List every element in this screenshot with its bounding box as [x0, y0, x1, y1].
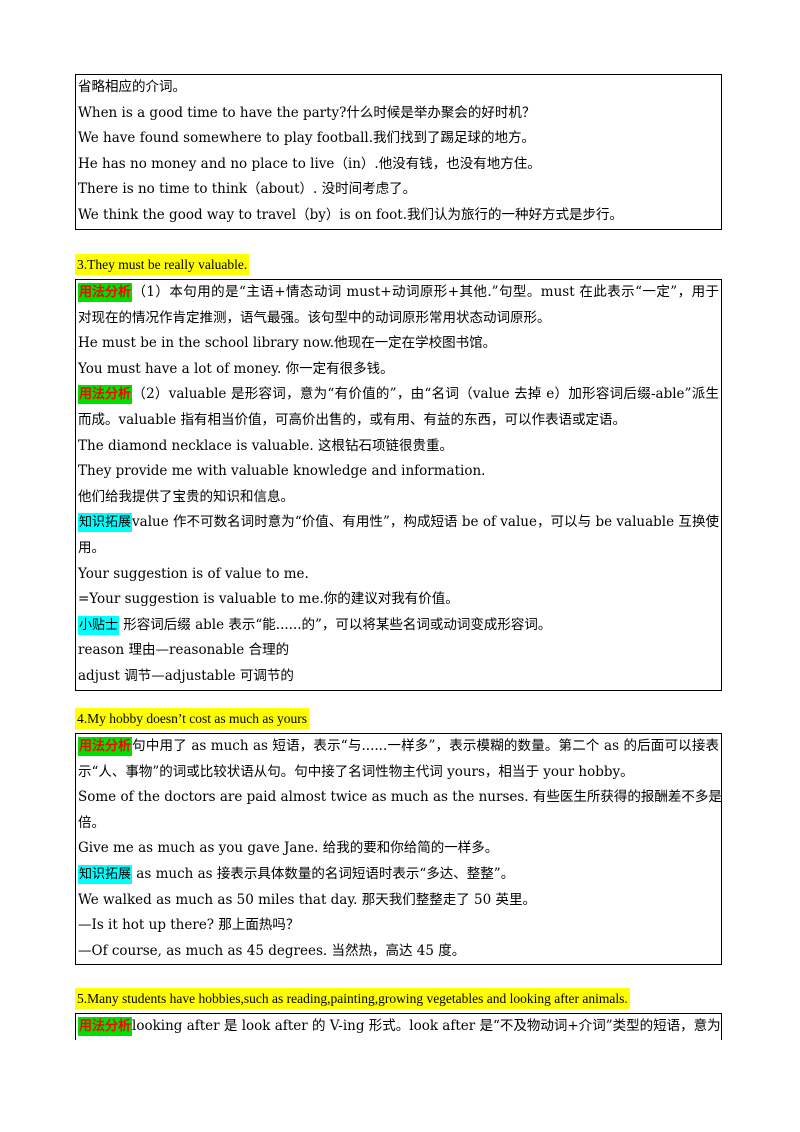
section-4-title: 4.My hobby doesn’t cost as much as yours	[75, 708, 309, 729]
text-line: You must have a lot of money. 你一定有很多钱。	[78, 360, 394, 377]
section-2-continuation-box: 省略相应的介词。 When is a good time to have the…	[75, 74, 722, 230]
text-line: 用法分析句中用了 as much as 短语，表示“与......一样多”，表示…	[76, 734, 721, 760]
text-line-content: （1）本句用的是“主语+情态动词 must+动词原形+其他.”句型。must 在…	[132, 284, 719, 300]
tip-tag: 小贴士	[78, 615, 120, 635]
text-line: 省略相应的介词。	[78, 79, 186, 95]
text-line: —Of course, as much as 45 degrees. 当然热，高…	[78, 942, 466, 959]
text-line: reason 理由—reasonable 合理的	[78, 642, 290, 659]
text-line-content: value 作不可数名词时意为“价值、有用性”，构成短语 be of value…	[132, 514, 719, 531]
text-line: He has no money and no place to live（in）…	[78, 155, 541, 172]
text-line: The diamond necklace is valuable. 这根钻石项链…	[78, 437, 453, 454]
usage-analysis-tag: 用法分析	[78, 1017, 133, 1036]
text-line: =Your suggestion is valuable to me.你的建议对…	[78, 591, 459, 608]
usage-analysis-tag: 用法分析	[78, 283, 133, 302]
text-line: Some of the doctors are paid almost twic…	[78, 789, 721, 806]
text-line: There is no time to think（about）. 没时间考虑了…	[78, 181, 417, 198]
text-line: They provide me with valuable knowledge …	[78, 463, 486, 480]
text-line: Your suggestion is of value to me.	[78, 565, 309, 582]
knowledge-extension-tag: 知识拓展	[78, 513, 133, 533]
text-line: 用。	[78, 539, 105, 556]
text-line-content: （2）valuable 是形容词，意为“有价值的”，由“名词（value 去掉 …	[132, 386, 719, 403]
text-line-content: looking after 是 look after 的 V-ing 形式。lo…	[132, 1018, 721, 1034]
text-line: adjust 调节—adjustable 可调节的	[78, 667, 294, 684]
section-5-title: 5.Many students have hobbies,such as rea…	[75, 988, 630, 1009]
text-line: We have found somewhere to play football…	[78, 130, 536, 147]
text-line: 小贴士 形容词后缀 able 表示“能......的”，可以将某些名词或动词变成…	[76, 613, 721, 639]
text-line: —Is it hot up there? 那上面热吗？	[78, 917, 300, 934]
text-line: 示“人、事物”的词或比较状语从句。句中接了名词性物主代词 yours，相当于 y…	[78, 763, 634, 780]
section-3-title: 3.They must be really valuable.	[75, 254, 250, 275]
usage-analysis-tag: 用法分析	[78, 737, 133, 756]
text-line: We think the good way to travel（by）is on…	[78, 206, 624, 223]
usage-analysis-tag: 用法分析	[78, 385, 133, 405]
text-line-content: 形容词后缀 able 表示“能......的”，可以将某些名词或动词变成形容词。	[119, 616, 552, 633]
text-line: He must be in the school library now.他现在…	[78, 335, 497, 352]
section-3-box: 用法分析（1）本句用的是“主语+情态动词 must+动词原形+其他.”句型。mu…	[75, 279, 722, 691]
section-5-box: 用法分析looking after 是 look after 的 V-ing 形…	[75, 1013, 722, 1040]
text-line: When is a good time to have the party?什么…	[78, 104, 536, 121]
text-line: 倍。	[78, 814, 105, 831]
text-line-content: as much as 接表示具体数量的名词短语时表示“多达、整整”。	[132, 865, 515, 882]
text-line: 用法分析（2）valuable 是形容词，意为“有价值的”，由“名词（value…	[76, 382, 721, 408]
text-line: 用法分析looking after 是 look after 的 V-ing 形…	[76, 1014, 721, 1040]
knowledge-extension-tag: 知识拓展	[78, 864, 133, 884]
text-line-content: 句中用了 as much as 短语，表示“与......一样多”，表示模糊的数…	[132, 738, 719, 754]
text-line: We walked as much as 50 miles that day. …	[78, 891, 537, 908]
text-line: 知识拓展value 作不可数名词时意为“价值、有用性”，构成短语 be of v…	[76, 510, 721, 536]
text-line: 用法分析（1）本句用的是“主语+情态动词 must+动词原形+其他.”句型。mu…	[76, 280, 721, 306]
text-line: 而成。valuable 指有相当价值，可高价出售的，或有用、有益的东西，可以作表…	[78, 411, 626, 428]
text-line: Give me as much as you gave Jane. 给我的要和你…	[78, 840, 499, 857]
section-4-box: 用法分析句中用了 as much as 短语，表示“与......一样多”，表示…	[75, 733, 722, 966]
text-line: 他们给我提供了宝贵的知识和信息。	[78, 488, 294, 505]
text-line: 对现在的情况作肯定推测，语气最强。该句型中的动词原形常用状态动词原形。	[78, 309, 551, 326]
text-line: 知识拓展 as much as 接表示具体数量的名词短语时表示“多达、整整”。	[76, 862, 721, 888]
